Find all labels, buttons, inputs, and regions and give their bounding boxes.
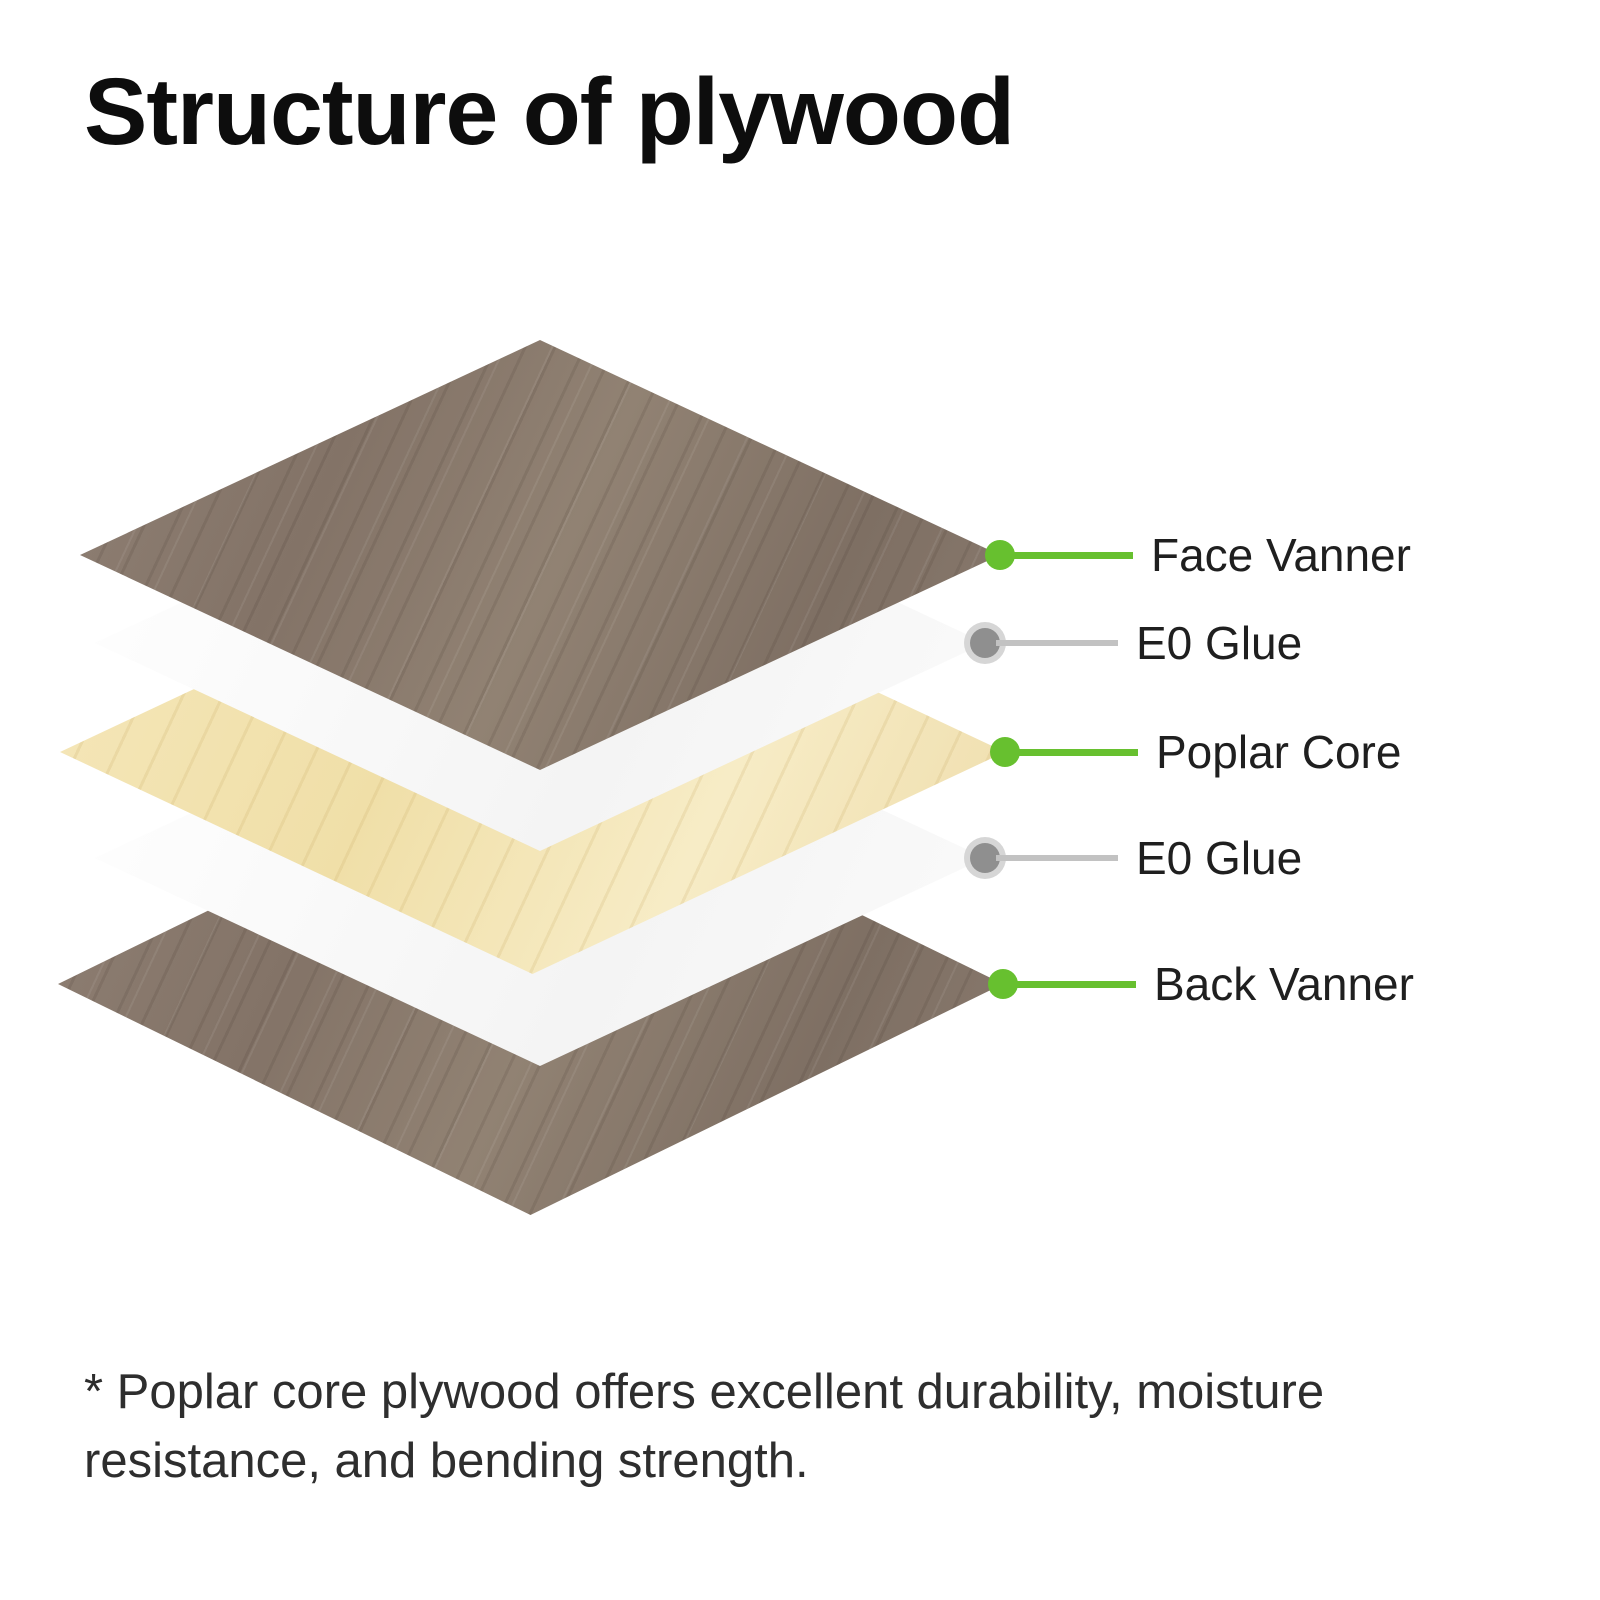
callout-label: Face Vanner (1151, 529, 1411, 581)
callout-label: Poplar Core (1156, 726, 1402, 778)
callout-face-vanner: Face Vanner (985, 528, 1411, 582)
callout-label: E0 Glue (1136, 617, 1303, 669)
page-title: Structure of plywood (84, 59, 1015, 165)
callout-line (996, 855, 1118, 861)
callout-dot-icon (970, 843, 1000, 873)
callout-line (1011, 551, 1133, 559)
callout-dot-icon (990, 737, 1020, 767)
callout-glue-bottom: E0 Glue (970, 831, 1302, 885)
callout-back-vanner: Back Vanner (988, 957, 1414, 1011)
callout-label: Back Vanner (1154, 958, 1414, 1010)
callout-poplar-core: Poplar Core (990, 725, 1401, 779)
callout-dot-icon (988, 969, 1018, 999)
callout-glue-top: E0 Glue (970, 616, 1302, 670)
callout-line (1016, 748, 1138, 756)
callout-line (1014, 980, 1136, 988)
callout-line (996, 640, 1118, 646)
callout-label: E0 Glue (1136, 832, 1303, 884)
callout-dot-icon (970, 628, 1000, 658)
callout-dot-icon (985, 540, 1015, 570)
footer-note: * Poplar core plywood offers excellent d… (84, 1365, 1325, 1488)
